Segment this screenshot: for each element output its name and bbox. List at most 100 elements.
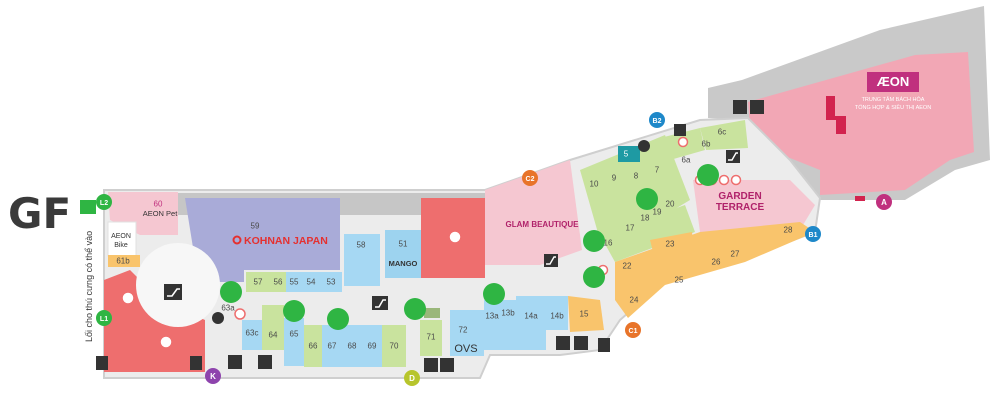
label-22: 22 bbox=[623, 262, 632, 271]
store-13a[interactable] bbox=[484, 300, 500, 350]
toilet-icon bbox=[574, 336, 588, 350]
label-60: 60 bbox=[154, 200, 163, 209]
label-59: 59 bbox=[251, 222, 260, 231]
store-54[interactable] bbox=[302, 272, 320, 292]
label-27: 27 bbox=[731, 250, 740, 259]
kohnan-label: KOHNAN JAPAN bbox=[244, 235, 328, 247]
escalator-icon bbox=[164, 284, 182, 300]
toilet-icon bbox=[258, 355, 272, 369]
restaurant-icon bbox=[159, 335, 173, 349]
store-69[interactable] bbox=[362, 325, 382, 367]
highlight-dots bbox=[220, 164, 719, 330]
entrance-c2-pin[interactable]: C2 bbox=[522, 170, 538, 186]
label-6c: 6c bbox=[718, 128, 726, 137]
store-68[interactable] bbox=[342, 325, 362, 367]
entrance-a-pin[interactable]: A bbox=[876, 194, 892, 210]
store-55[interactable] bbox=[286, 272, 302, 292]
store-61b[interactable] bbox=[108, 255, 140, 267]
highlight-dot bbox=[404, 298, 426, 320]
kohnan-japan-store[interactable] bbox=[185, 198, 340, 282]
label-58: 58 bbox=[357, 241, 366, 250]
pet-entrance-note: Lối cho thú cưng có thể vào bbox=[84, 231, 94, 342]
atm-icon bbox=[212, 312, 224, 324]
store-6b-6c[interactable] bbox=[700, 120, 748, 150]
label-14a: 14a bbox=[524, 312, 538, 321]
toilet-icon bbox=[750, 100, 764, 114]
label-67: 67 bbox=[328, 342, 337, 351]
store-13b[interactable] bbox=[500, 300, 516, 350]
store-58[interactable] bbox=[344, 234, 380, 286]
store-5[interactable] bbox=[618, 146, 640, 162]
store-63c[interactable] bbox=[242, 320, 262, 350]
store-57[interactable] bbox=[246, 272, 270, 292]
store-64[interactable] bbox=[262, 305, 284, 350]
label-26: 26 bbox=[712, 258, 721, 267]
svg-text:C1: C1 bbox=[629, 328, 638, 335]
entrance-b1-pin[interactable]: B1 bbox=[805, 226, 821, 242]
entrance-l2-pin[interactable]: L2 bbox=[96, 194, 112, 210]
label-19: 19 bbox=[653, 208, 662, 217]
label-9: 9 bbox=[612, 174, 617, 183]
atm-icon bbox=[638, 140, 650, 152]
store-15[interactable] bbox=[568, 296, 604, 332]
label-63a: 63a bbox=[221, 304, 235, 313]
label-25: 25 bbox=[675, 276, 684, 285]
store-56[interactable] bbox=[270, 272, 286, 292]
label-16: 16 bbox=[604, 239, 613, 248]
entrance-l1-pin[interactable]: L1 bbox=[96, 310, 112, 326]
aeon-bike-label-2: Bike bbox=[114, 242, 128, 249]
svg-text:A: A bbox=[881, 198, 887, 207]
store-65[interactable] bbox=[284, 318, 304, 366]
mango-store[interactable] bbox=[385, 230, 421, 278]
restaurant-icon bbox=[718, 174, 730, 186]
glam-beautique-store[interactable] bbox=[485, 160, 582, 265]
label-10: 10 bbox=[590, 180, 599, 189]
store-66[interactable] bbox=[304, 325, 322, 367]
highlight-dot bbox=[636, 188, 658, 210]
aeon-bike-store[interactable] bbox=[107, 221, 137, 257]
svg-text:D: D bbox=[409, 374, 415, 383]
store-53[interactable] bbox=[320, 272, 342, 292]
label-15: 15 bbox=[580, 310, 589, 319]
aeon-subtitle-2: TỔNG HỢP & SIÊU THỊ AEON bbox=[855, 103, 931, 111]
label-53: 53 bbox=[327, 278, 336, 287]
entrance-k-pin[interactable]: K bbox=[205, 368, 221, 384]
restaurant-icon bbox=[677, 136, 689, 148]
label-56: 56 bbox=[274, 278, 283, 287]
store-row-bottom bbox=[242, 296, 604, 367]
svg-text:B2: B2 bbox=[653, 118, 662, 125]
store-14a[interactable] bbox=[516, 296, 546, 350]
aeon-pet-label: AEON Pet bbox=[143, 209, 179, 218]
label-57: 57 bbox=[254, 278, 263, 287]
store-block-16-20[interactable] bbox=[600, 205, 695, 262]
accessible-toilet-icon bbox=[733, 100, 747, 114]
store-70[interactable] bbox=[382, 325, 406, 367]
facility-icons bbox=[80, 100, 764, 372]
escalator-icon bbox=[726, 150, 740, 163]
entrance-c1-pin[interactable]: C1 bbox=[625, 322, 641, 338]
label-64: 64 bbox=[269, 331, 278, 340]
glam-label: GLAM BEAUTIQUE bbox=[506, 220, 580, 229]
svg-text:B1: B1 bbox=[809, 232, 818, 239]
label-6a: 6a bbox=[682, 156, 691, 165]
store-ovs[interactable] bbox=[450, 310, 484, 356]
garden-terrace[interactable] bbox=[693, 180, 815, 232]
label-54: 54 bbox=[307, 278, 316, 287]
label-65: 65 bbox=[290, 330, 299, 339]
aeon-logo-box bbox=[867, 72, 919, 92]
store-67[interactable] bbox=[322, 325, 342, 367]
restaurant-icon bbox=[121, 291, 135, 305]
label-68: 68 bbox=[348, 342, 357, 351]
highlight-dot bbox=[327, 308, 349, 330]
store-71[interactable] bbox=[420, 320, 442, 356]
store-14b[interactable] bbox=[546, 296, 568, 330]
toilet-icon bbox=[440, 358, 454, 372]
entrance-d-pin[interactable]: D bbox=[404, 370, 420, 386]
planter-icon bbox=[424, 308, 440, 318]
entrance-b2-pin[interactable]: B2 bbox=[649, 112, 665, 128]
label-18: 18 bbox=[641, 214, 650, 223]
label-17: 17 bbox=[626, 224, 635, 233]
store-23[interactable] bbox=[650, 232, 695, 272]
aeon-subtitle-1: TRUNG TÂM BÁCH HÓA bbox=[862, 96, 925, 103]
